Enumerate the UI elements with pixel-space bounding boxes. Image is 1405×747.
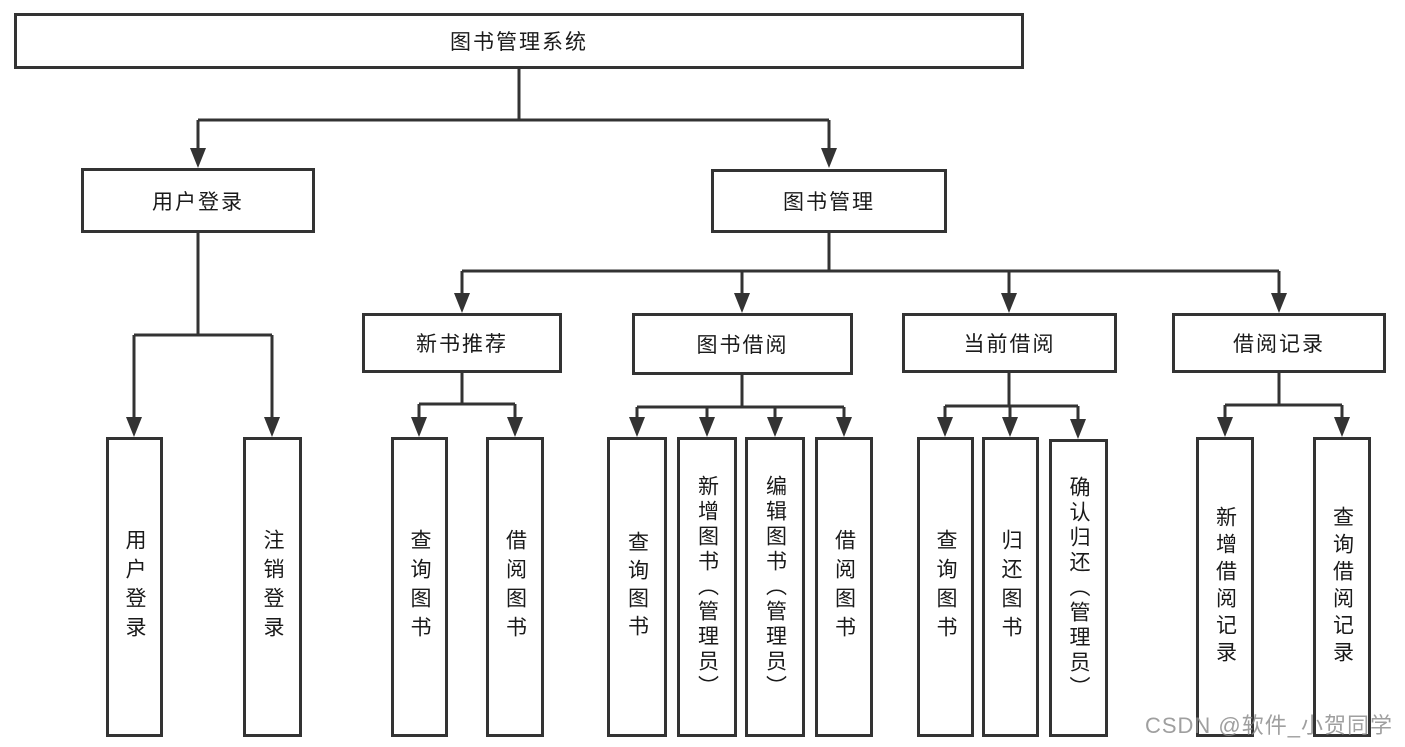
node-query-books-borrowing: 查询图书 bbox=[607, 437, 667, 737]
connector-current-borrowing-children bbox=[937, 373, 1086, 439]
node-query-books-current: 查询图书 bbox=[917, 437, 974, 737]
arrowhead-icon bbox=[1334, 417, 1350, 437]
connector-book-borrowing-children bbox=[629, 373, 852, 437]
connector-new-book-recommend-children bbox=[411, 373, 523, 437]
connector-root-to-level2 bbox=[190, 69, 837, 168]
node-logout: 注销登录 bbox=[243, 437, 302, 737]
arrowhead-icon bbox=[836, 417, 852, 437]
arrowhead-icon bbox=[1217, 417, 1233, 437]
arrowhead-icon bbox=[1070, 419, 1086, 439]
node-user-login-group: 用户登录 bbox=[81, 168, 315, 233]
node-library-management-system: 图书管理系统 bbox=[14, 13, 1024, 69]
node-query-books-recommend: 查询图书 bbox=[391, 437, 448, 737]
arrowhead-icon bbox=[1002, 417, 1018, 437]
arrowhead-icon bbox=[454, 293, 470, 313]
node-current-borrowing: 当前借阅 bbox=[902, 313, 1117, 373]
node-add-borrow-record: 新增借阅记录 bbox=[1196, 437, 1254, 737]
arrowhead-icon bbox=[1271, 293, 1287, 313]
node-add-books-admin: 新增图书（管理员） bbox=[677, 437, 737, 737]
arrowhead-icon bbox=[734, 293, 750, 313]
csdn-watermark: CSDN @软件_小贺同学 bbox=[1144, 713, 1393, 738]
arrowhead-icon bbox=[767, 417, 783, 437]
node-confirm-return-admin: 确认归还（管理员） bbox=[1049, 439, 1108, 737]
arrowhead-icon bbox=[821, 148, 837, 168]
node-user-login-leaf: 用户登录 bbox=[106, 437, 163, 737]
node-book-borrowing: 图书借阅 bbox=[632, 313, 853, 375]
arrowhead-icon bbox=[507, 417, 523, 437]
node-borrowing-records: 借阅记录 bbox=[1172, 313, 1386, 373]
connector-book-management-children bbox=[454, 233, 1287, 313]
node-new-book-recommend: 新书推荐 bbox=[362, 313, 562, 373]
arrowhead-icon bbox=[190, 148, 206, 168]
node-borrow-books-recommend: 借阅图书 bbox=[486, 437, 544, 737]
arrowhead-icon bbox=[937, 417, 953, 437]
node-return-books: 归还图书 bbox=[982, 437, 1039, 737]
connector-user-login-children bbox=[126, 233, 280, 437]
arrowhead-icon bbox=[699, 417, 715, 437]
arrowhead-icon bbox=[629, 417, 645, 437]
node-book-management: 图书管理 bbox=[711, 169, 947, 233]
arrowhead-icon bbox=[411, 417, 427, 437]
node-query-borrow-record: 查询借阅记录 bbox=[1313, 437, 1371, 737]
node-edit-books-admin: 编辑图书（管理员） bbox=[745, 437, 805, 737]
arrowhead-icon bbox=[126, 417, 142, 437]
node-borrow-books-borrowing: 借阅图书 bbox=[815, 437, 873, 737]
arrowhead-icon bbox=[1001, 293, 1017, 313]
connector-borrowing-records-children bbox=[1217, 373, 1350, 437]
arrowhead-icon bbox=[264, 417, 280, 437]
